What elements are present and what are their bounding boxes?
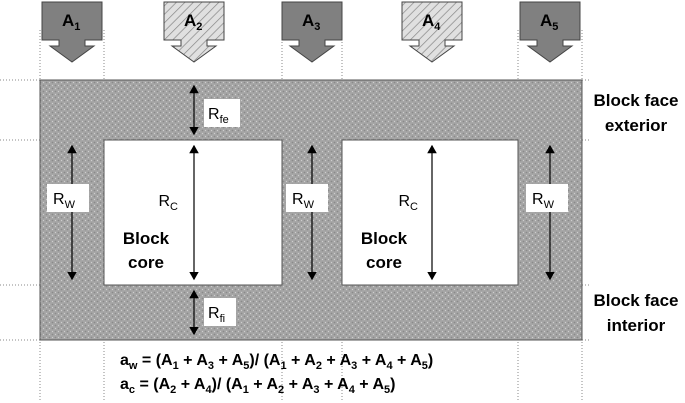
block-core-left-line2: core: [128, 253, 164, 272]
label-rfi: Rfi: [208, 305, 225, 325]
area-arrow-2: [163, 1, 225, 63]
block-core-left-line1: Block: [123, 229, 170, 248]
area-arrow-5: [519, 1, 581, 63]
face-interior-line1: Block face: [593, 291, 679, 310]
label-rfe: Rfe: [208, 106, 229, 126]
face-interior-label: Block face interior: [588, 288, 684, 338]
label-rw-3: RW: [532, 191, 555, 211]
area-arrow-1: [41, 1, 103, 63]
label-rw-2: RW: [292, 191, 315, 211]
area-label-2: A2: [184, 11, 202, 33]
area-label-3: A3: [302, 11, 320, 33]
face-exterior-line2: exterior: [604, 116, 668, 135]
label-rc-right: RC: [398, 193, 418, 213]
resistance-arrows: [67, 84, 555, 336]
label-rc-left: RC: [158, 193, 178, 213]
face-interior-line2: interior: [606, 316, 666, 335]
area-label-1: A1: [62, 11, 80, 33]
label-rw-1: RW: [53, 191, 76, 211]
block-core-right-line2: core: [366, 253, 402, 272]
area-label-4: A4: [422, 11, 441, 33]
formula-ac: ac = (A2 + A4)/ (A1 + A2 + A3 + A4 + A5): [120, 376, 396, 397]
area-arrow-3: [281, 1, 343, 63]
area-arrow-4: [401, 1, 463, 63]
label-boxes: [47, 99, 568, 326]
area-arrows: A1 A2 A3 A4 A5: [41, 1, 581, 63]
face-exterior-label: Block face exterior: [588, 88, 684, 138]
area-label-5: A5: [540, 11, 558, 33]
face-exterior-line1: Block face: [593, 91, 679, 110]
formula-aw: aw = (A1 + A3 + A5)/ (A1 + A2 + A3 + A4 …: [120, 352, 434, 373]
block-core-right-line1: Block: [361, 229, 408, 248]
